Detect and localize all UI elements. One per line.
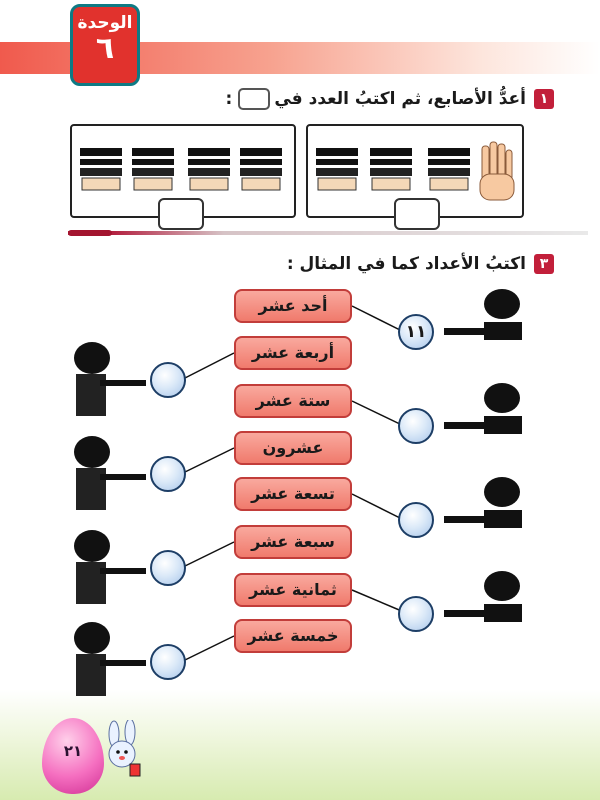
pointing-figure-icon: [444, 383, 522, 434]
page-number-egg: ٢١: [42, 718, 104, 794]
pointing-figure-icon: [444, 289, 522, 340]
question-1-colon: :: [225, 89, 233, 109]
pointing-figure-icon: [74, 342, 146, 416]
question-3-title: ٣ اكتبُ الأعداد كما في المثال :: [287, 254, 554, 274]
fist-icon: [80, 148, 122, 191]
answer-box-left[interactable]: [158, 198, 204, 230]
page-number: ٢١: [63, 742, 83, 760]
answer-box-right[interactable]: [394, 198, 440, 230]
pointing-figure-icon: [74, 436, 146, 510]
unit-number: ٦: [95, 31, 115, 66]
number-word-box: سبعة عشر: [234, 525, 352, 559]
answer-circle[interactable]: [150, 550, 186, 586]
fist-icon: [132, 148, 174, 191]
fist-icon: [240, 148, 282, 191]
open-hand-icon: [479, 141, 515, 201]
question-3-text: اكتبُ الأعداد كما في المثال :: [286, 254, 526, 274]
question-1-text: أعدُّ الأصابع، ثم اكتبُ العدد في: [274, 89, 526, 109]
section-divider-accent: [68, 230, 112, 236]
pointing-figure-icon: [444, 571, 522, 622]
inline-answer-box: [238, 88, 271, 110]
question-1-number: ١: [534, 89, 554, 109]
question-1-title: ١ أعدُّ الأصابع، ثم اكتبُ العدد في:: [226, 88, 554, 110]
number-word-box: أربعة عشر: [234, 336, 352, 370]
hands-illustration: [316, 141, 515, 201]
counting-frame-left: [70, 124, 296, 230]
bunny-icon: [108, 720, 141, 777]
answer-circle[interactable]: [398, 408, 434, 444]
number-word-box: عشرون: [234, 431, 352, 465]
number-word-box: ثمانية عشر: [234, 573, 352, 607]
fist-icon: [370, 148, 412, 191]
example-answer-circle: ١١: [398, 314, 434, 350]
number-word-box: ستة عشر: [234, 384, 352, 418]
pointing-figure-icon: [444, 477, 522, 528]
pointing-figure-icon: [74, 530, 146, 604]
section-divider: [68, 231, 588, 235]
number-word-box: تسعة عشر: [234, 477, 352, 511]
answer-circle[interactable]: [398, 596, 434, 632]
number-word-box: خمسة عشر: [234, 619, 352, 653]
fist-icon: [188, 148, 230, 191]
fist-icon: [316, 148, 358, 191]
counting-frame-right: [306, 124, 524, 230]
number-word-box: أحد عشر: [234, 289, 352, 323]
fists-illustration: [80, 148, 282, 191]
answer-circle[interactable]: [150, 362, 186, 398]
pointing-figure-icon: [74, 622, 146, 696]
answer-circle[interactable]: [398, 502, 434, 538]
answer-circle[interactable]: [150, 644, 186, 680]
question-3-number: ٣: [534, 254, 554, 274]
answer-circle[interactable]: [150, 456, 186, 492]
unit-label: الوحدة: [77, 13, 133, 33]
fist-icon: [428, 148, 470, 191]
unit-badge: الوحدة ٦: [70, 4, 140, 86]
